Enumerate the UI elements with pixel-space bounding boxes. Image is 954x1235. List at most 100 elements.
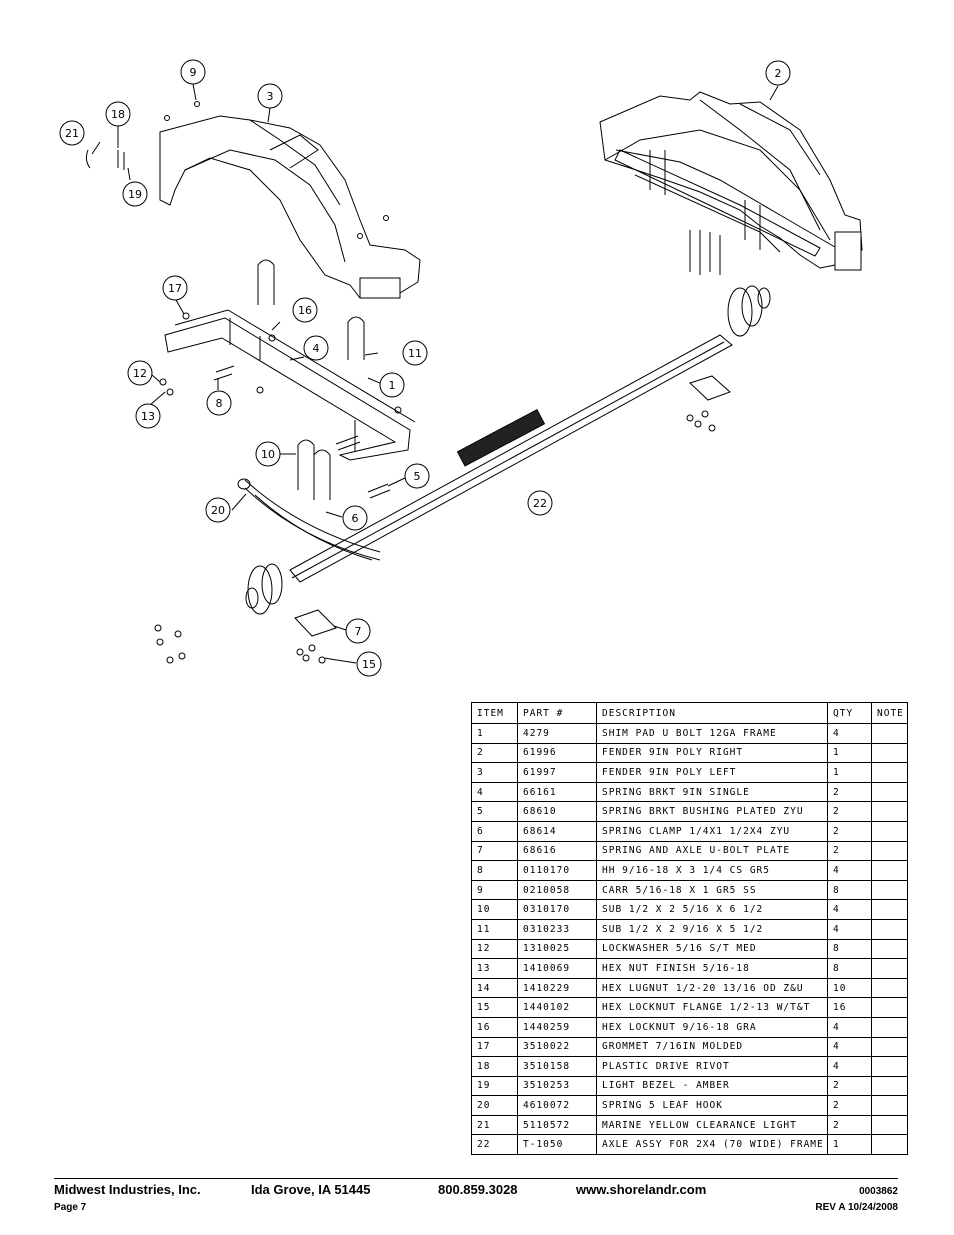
cell-note <box>871 899 908 920</box>
cell-description: AXLE ASSY FOR 2X4 (70 WIDE) FRAME <box>596 1134 828 1156</box>
footer-website: www.shorelandr.com <box>576 1182 707 1197</box>
cell-description: SHIM PAD U BOLT 12GA FRAME <box>596 723 828 744</box>
cell-qty: 4 <box>827 1056 872 1077</box>
right-spring-bracket <box>614 149 821 275</box>
cell-qty: 4 <box>827 918 872 940</box>
balloon-21 <box>59 120 85 146</box>
cell-qty: 2 <box>827 1114 872 1136</box>
balloon-label: 1 <box>389 379 396 392</box>
cell-description: FENDER 9IN POLY RIGHT <box>596 742 828 764</box>
cell-note <box>871 1036 908 1058</box>
balloon-9 <box>180 59 206 85</box>
balloon-12 <box>127 360 153 386</box>
cell-item: 14 <box>471 977 518 999</box>
cell-qty: 4 <box>827 1036 872 1058</box>
cell-part-number: 0310170 <box>517 899 597 920</box>
cell-description: GROMMET 7/16IN MOLDED <box>596 1036 828 1058</box>
cell-note <box>871 723 908 744</box>
cell-description: HH 9/16-18 X 3 1/4 CS GR5 <box>596 860 828 881</box>
balloon-7 <box>345 618 371 644</box>
cell-part-number: 3510158 <box>517 1056 597 1077</box>
cell-item: 16 <box>471 1016 518 1038</box>
balloon-label: 8 <box>216 397 223 410</box>
hub-left <box>245 563 283 615</box>
cell-part-number: 1440102 <box>517 997 597 1018</box>
footer-doc-number: 0003862 <box>859 1186 898 1197</box>
cell-item: 4 <box>471 781 518 803</box>
item-balloons <box>59 59 791 677</box>
balloon-2 <box>765 60 791 86</box>
cell-part-number: 4279 <box>517 723 597 744</box>
leaf-spring <box>237 478 381 561</box>
cell-description: SPRING CLAMP 1/4X1 1/2X4 ZYU <box>596 820 828 842</box>
cell-part-number: 68616 <box>517 840 597 862</box>
cell-qty: 2 <box>827 1095 872 1116</box>
cell-part-number: 0110170 <box>517 860 597 881</box>
cell-note <box>871 1095 908 1116</box>
cell-item: 20 <box>471 1095 518 1116</box>
hardware-nuts <box>154 101 716 664</box>
cell-part-number: 61997 <box>517 762 597 783</box>
cell-note <box>871 840 908 862</box>
header-item: ITEM <box>471 702 518 724</box>
u-bolts <box>257 259 365 500</box>
balloon-16 <box>292 297 318 323</box>
balloon-label: 21 <box>65 127 79 140</box>
cell-item: 3 <box>471 762 518 783</box>
header-note: NOTE <box>871 702 908 724</box>
cell-qty: 2 <box>827 840 872 862</box>
balloon-20 <box>205 497 231 523</box>
cell-item: 6 <box>471 820 518 842</box>
footer-company: Midwest Industries, Inc. <box>54 1182 201 1197</box>
balloon-3 <box>257 83 283 109</box>
cell-part-number: 1310025 <box>517 938 597 960</box>
cell-part-number: 1410229 <box>517 977 597 999</box>
cell-item: 9 <box>471 879 518 901</box>
axle-tube <box>289 334 733 583</box>
cell-qty: 4 <box>827 860 872 881</box>
balloon-10 <box>255 441 281 467</box>
cell-part-number: 68610 <box>517 801 597 822</box>
cell-qty: 2 <box>827 820 872 842</box>
cell-part-number: 0310233 <box>517 918 597 940</box>
cell-qty: 4 <box>827 899 872 920</box>
cell-part-number: 1440259 <box>517 1016 597 1038</box>
balloon-label: 11 <box>408 347 422 360</box>
hub-right <box>727 285 771 337</box>
cell-description: HEX LOCKNUT 9/16-18 GRA <box>596 1016 828 1038</box>
bolts-bushings <box>213 365 391 499</box>
cell-item: 11 <box>471 918 518 940</box>
cell-description: SPRING BRKT 9IN SINGLE <box>596 781 828 803</box>
cell-item: 21 <box>471 1114 518 1136</box>
cell-note <box>871 820 908 842</box>
footer-city: Ida Grove, IA 51445 <box>251 1182 371 1197</box>
balloon-label: 9 <box>190 66 197 79</box>
cell-note <box>871 1056 908 1077</box>
cell-description: LOCKWASHER 5/16 S/T MED <box>596 938 828 960</box>
balloon-label: 6 <box>352 512 359 525</box>
balloon-label: 10 <box>261 448 275 461</box>
balloon-label: 17 <box>168 282 182 295</box>
cell-qty: 8 <box>827 938 872 960</box>
cell-part-number: 68614 <box>517 820 597 842</box>
balloon-4 <box>303 335 329 361</box>
cell-qty: 8 <box>827 879 872 901</box>
balloon-label: 2 <box>775 67 782 80</box>
cell-qty: 2 <box>827 801 872 822</box>
cell-qty: 16 <box>827 997 872 1018</box>
left-spring-bracket <box>164 309 416 461</box>
cell-note <box>871 997 908 1018</box>
balloon-5 <box>404 463 430 489</box>
header-description: DESCRIPTION <box>596 702 828 724</box>
